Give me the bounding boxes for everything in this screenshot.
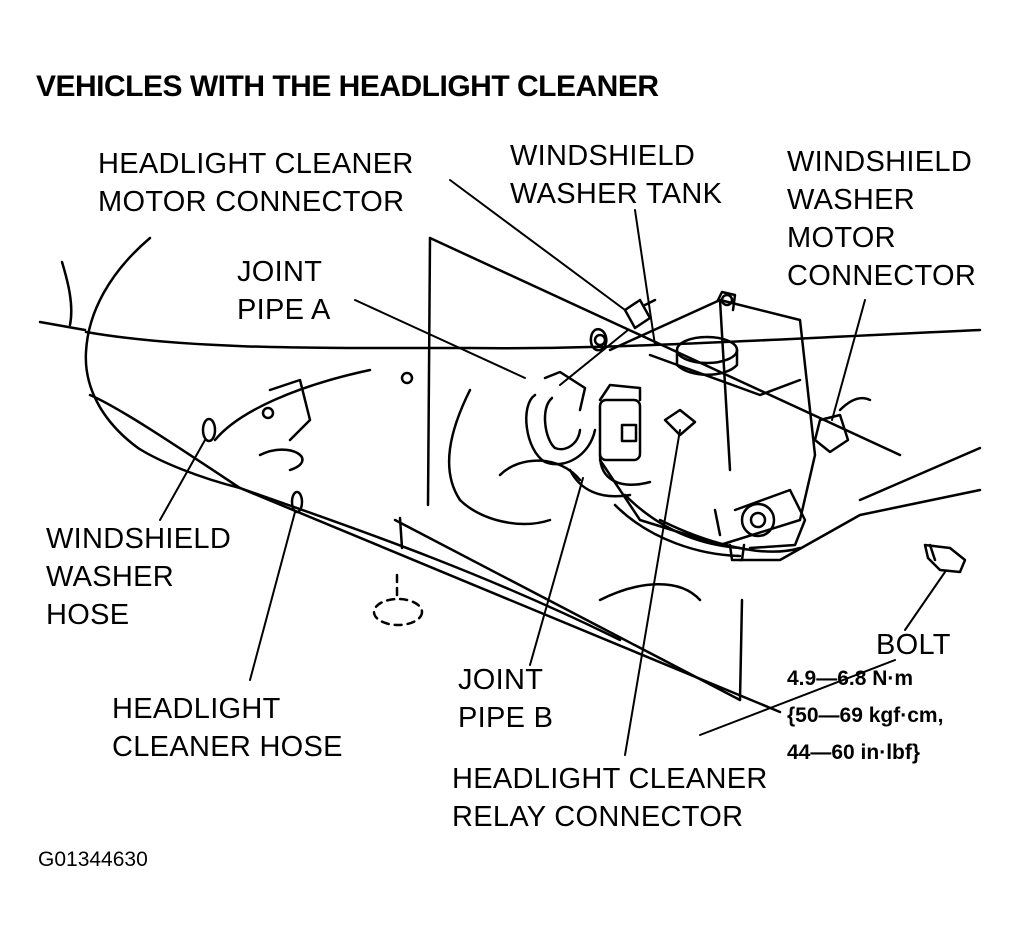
fender-body [38,236,982,714]
label-joint-pipe-a: JOINT PIPE A [237,253,331,329]
label-line: WINDSHIELD [787,146,973,178]
leader-lines [159,179,946,756]
torque-line: 4.9—6.8 N·m [787,667,914,690]
figure-id: G01344630 [38,848,148,871]
label-line: HEADLIGHT CLEANER [98,148,414,180]
label-line: HEADLIGHT [112,693,281,725]
torque-line: 44—60 in·lbf} [787,741,921,764]
label-line: MOTOR [787,222,896,254]
label-line: RELAY CONNECTOR [452,801,744,833]
label-motor-connector: HEADLIGHT CLEANER MOTOR CONNECTOR [98,145,414,221]
label-washer-tank: WINDSHIELD WASHER TANK [510,137,722,213]
label-line: CONNECTOR [787,260,977,292]
torque-line: {50—69 kgf·cm, [787,704,944,727]
label-line: HEADLIGHT CLEANER [452,763,768,795]
label-bolt: BOLT [876,629,951,661]
label-line: WASHER [46,561,175,593]
label-line: WASHER [787,184,916,216]
label-line: HOSE [46,599,130,631]
label-line: PIPE B [458,702,554,734]
label-joint-pipe-b: JOINT PIPE B [458,661,553,737]
label-line: JOINT [458,664,544,696]
label-line: MOTOR CONNECTOR [98,186,405,218]
washer-tank [598,290,817,562]
label-line: JOINT [237,256,323,288]
label-line: WASHER TANK [510,178,723,210]
label-washer-hose: WINDSHIELD WASHER HOSE [46,520,231,634]
label-line: CLEANER HOSE [112,731,343,763]
nozzles-and-bolt [201,371,967,627]
label-line: WINDSHIELD [510,140,696,172]
label-headlight-cleaner-hose: HEADLIGHT CLEANER HOSE [112,690,343,766]
label-washer-motor-connector: WINDSHIELD WASHER MOTOR CONNECTOR [787,143,976,295]
label-line: WINDSHIELD [46,523,232,555]
torque-spec: 4.9—6.8 N·m {50—69 kgf·cm, 44—60 in·lbf} [787,660,943,771]
label-line: PIPE A [237,294,331,326]
label-relay-connector: HEADLIGHT CLEANER RELAY CONNECTOR [452,760,768,836]
diagram-title: VEHICLES WITH THE HEADLIGHT CLEANER [36,70,659,103]
